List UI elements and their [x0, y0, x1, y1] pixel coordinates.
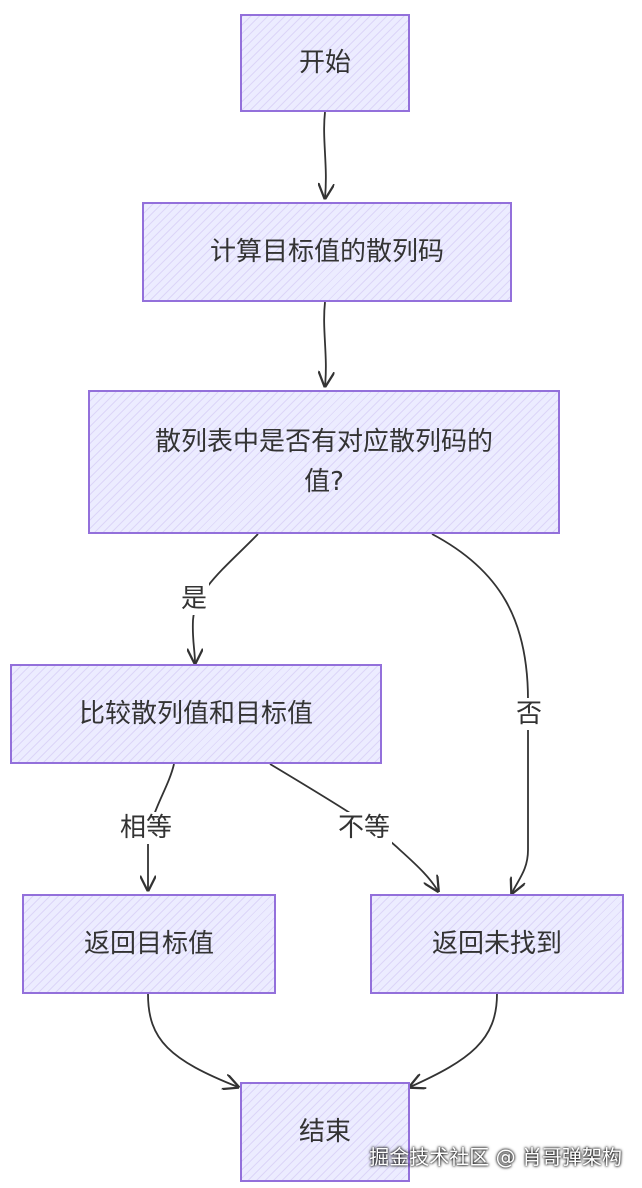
edge-check-to-notfound: [431, 533, 529, 893]
compare-node: 比较散列值和目标值: [10, 664, 382, 764]
compute-hash-node: 计算目标值的散列码: [142, 202, 512, 302]
return-not-found-node: 返回未找到: [370, 894, 624, 994]
end-label: 结束: [298, 1117, 351, 1147]
end-node: 结束: [240, 1082, 410, 1182]
compute-hash-label: 计算目标值的散列码: [209, 237, 444, 267]
edge-compute-to-check: [324, 301, 326, 386]
edge-target-to-end: [147, 993, 238, 1087]
has-value-decision-node: 散列表中是否有对应散列码的值?: [88, 390, 560, 534]
compare-label: 比较散列值和目标值: [78, 699, 313, 729]
has-value-label: 散列表中是否有对应散列码的值?: [154, 427, 493, 497]
edge-label-equal: 相等: [118, 812, 175, 844]
return-target-label: 返回目标值: [83, 929, 214, 959]
edge-label-yes: 是: [179, 583, 210, 615]
watermark-text: 掘金技术社区 @ 肖哥弹架构: [369, 1145, 622, 1169]
edge-notfound-to-end: [410, 993, 498, 1087]
edge-start-to-compute: [324, 111, 326, 198]
start-label: 开始: [298, 48, 351, 78]
edge-label-not-equal: 不等: [336, 812, 393, 844]
return-not-found-label: 返回未找到: [431, 929, 562, 959]
start-node: 开始: [240, 14, 410, 112]
edge-label-no: 否: [514, 698, 545, 730]
return-target-node: 返回目标值: [22, 894, 276, 994]
edge-check-to-compare: [193, 533, 259, 663]
